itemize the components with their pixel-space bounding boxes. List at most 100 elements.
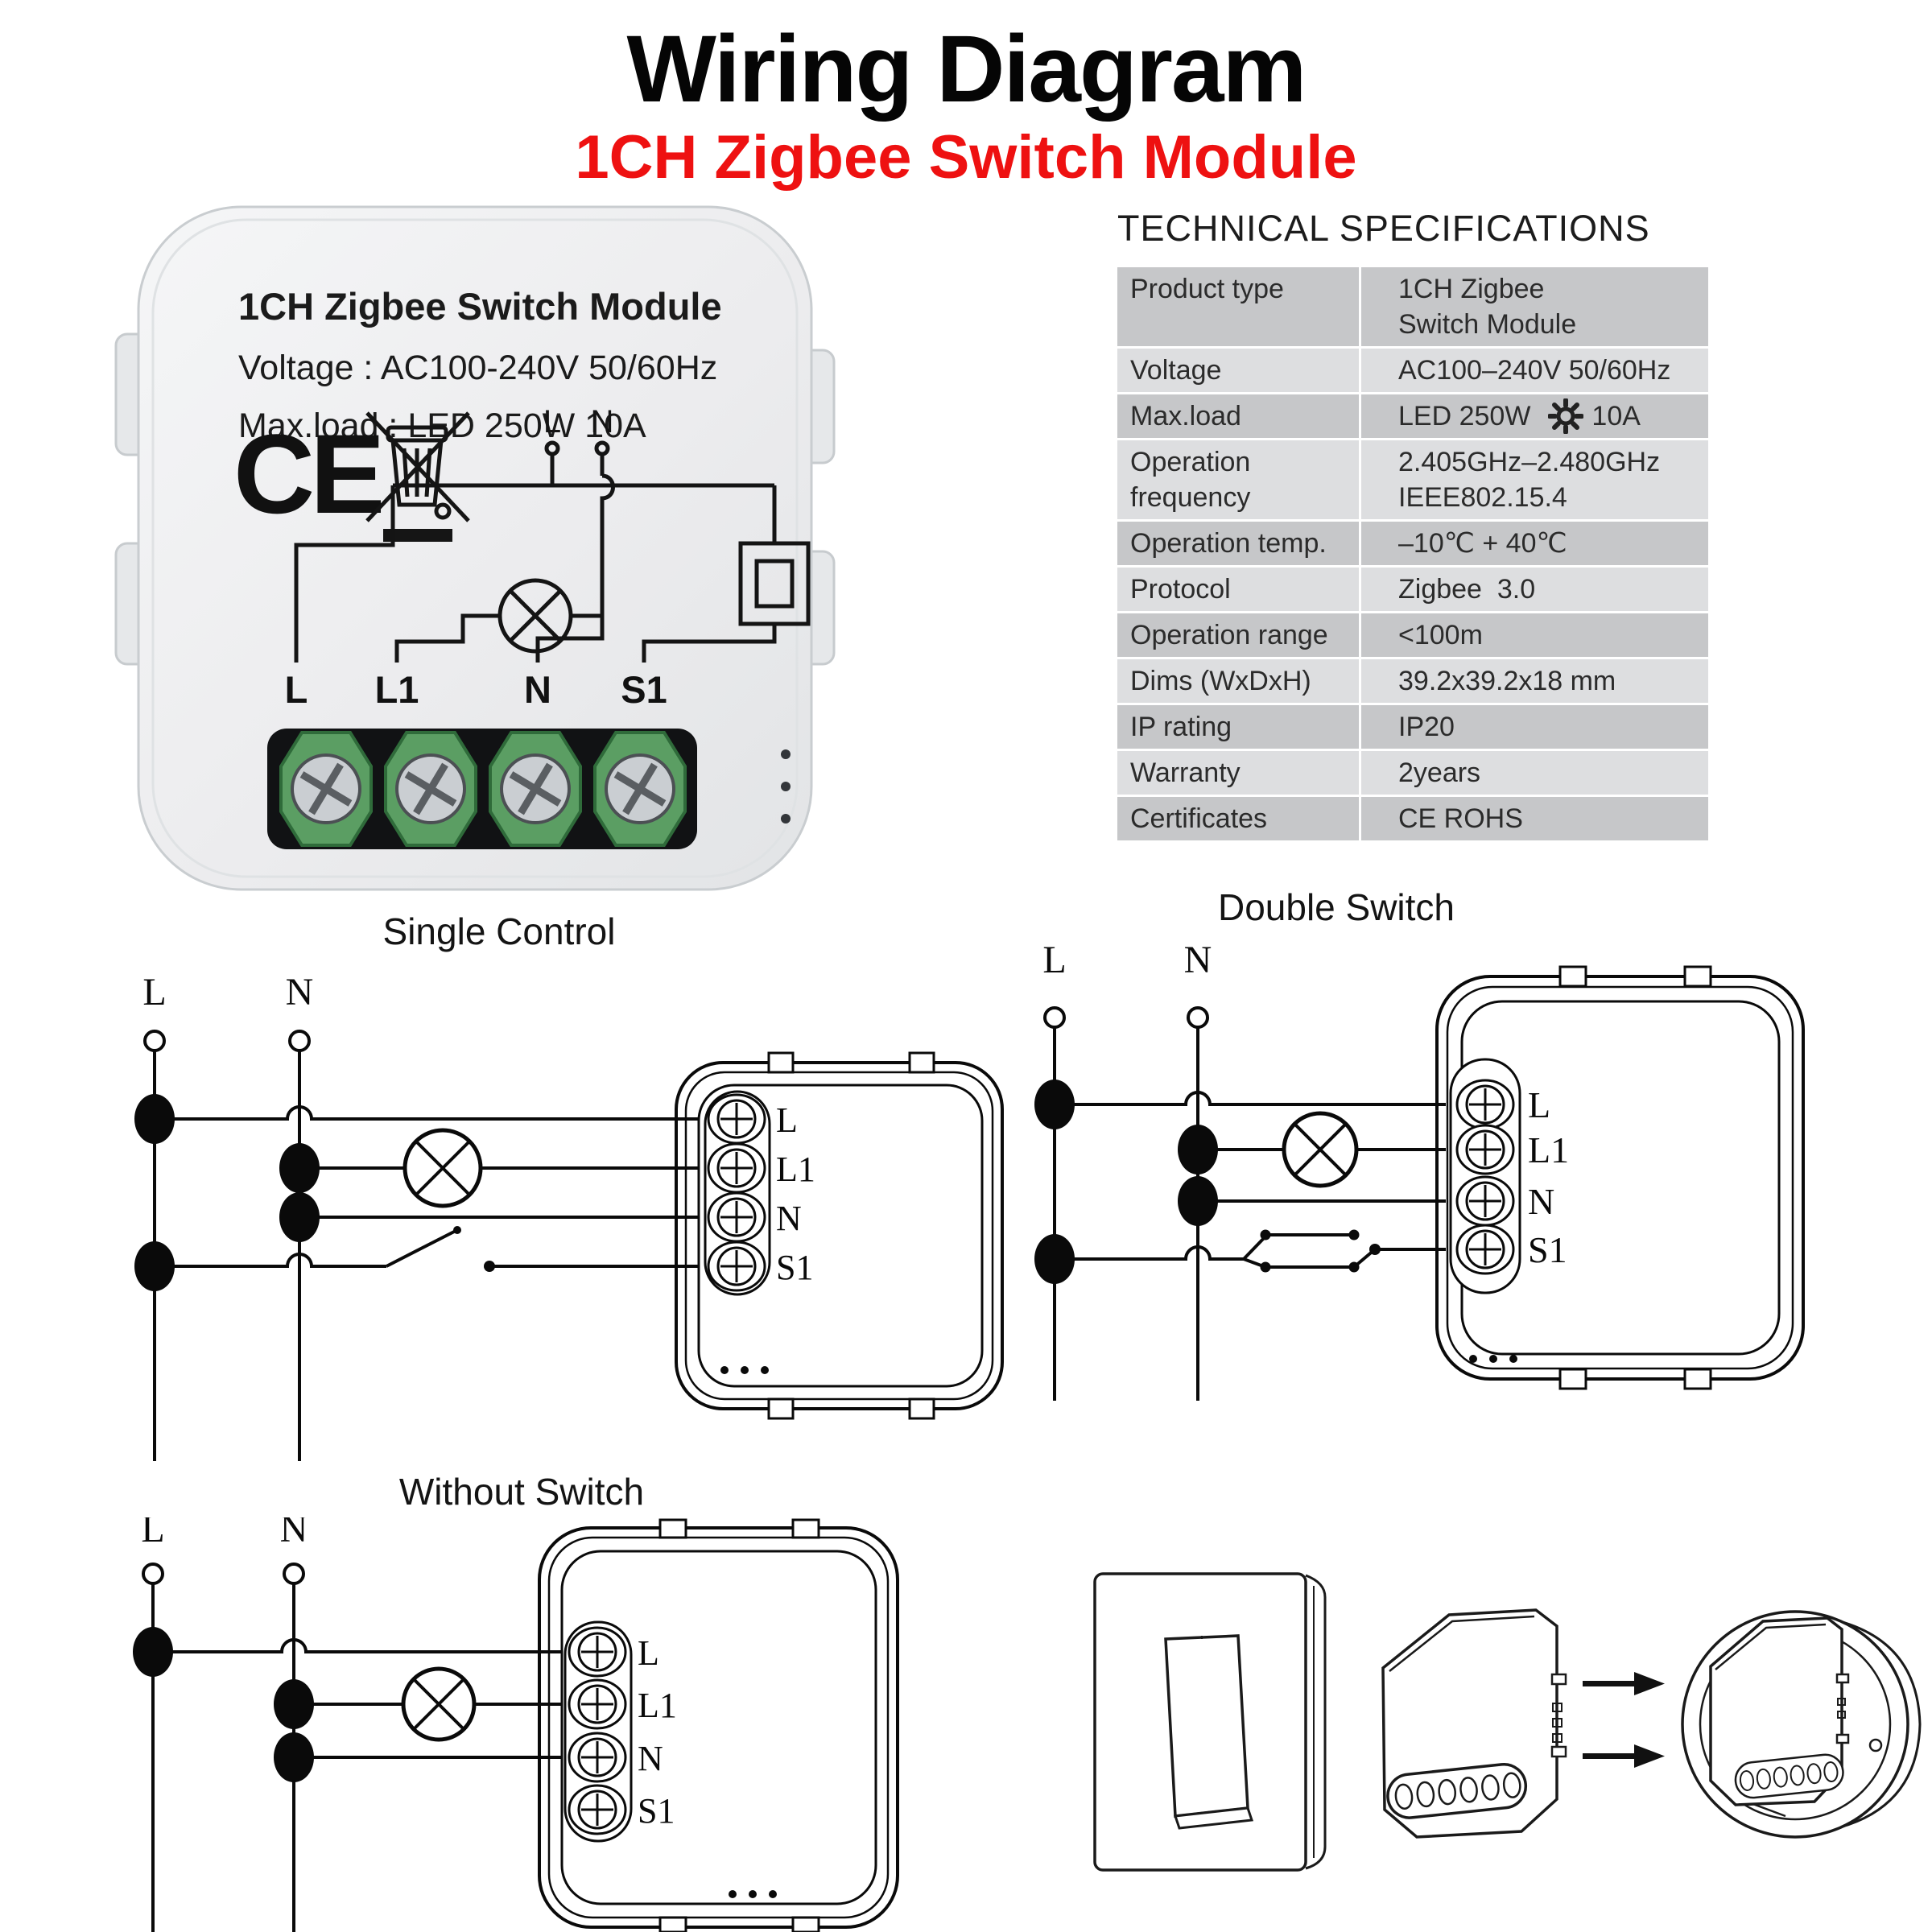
module-outline (1435, 965, 1805, 1390)
terminal-label-n: N (776, 1199, 802, 1238)
terminal-label-l1: L1 (638, 1686, 677, 1725)
module-print-title: 1CH Zigbee Switch Module (238, 285, 722, 328)
schematic-l-label: L (543, 404, 561, 440)
terminal-label-s1: S1 (1528, 1229, 1567, 1270)
spec-value: LED 250W 10A (1359, 394, 1708, 438)
module-outline (675, 1051, 1004, 1420)
terminal-label-l: L (1528, 1084, 1550, 1125)
spec-row-product-type: Product type 1CH Zigbee Switch Module (1117, 267, 1708, 346)
junction-dots (1034, 1080, 1218, 1284)
module-dots (720, 1366, 769, 1374)
module-body (137, 205, 813, 891)
spec-value: –10℃ + 40℃ (1359, 522, 1708, 565)
without-switch-diagram: L N (133, 1517, 899, 1932)
spec-row-maxload: Max.load LED 250W 10A (1117, 394, 1708, 438)
wire-n-label: N (280, 1517, 308, 1550)
print-terminal-l1: L1 (375, 668, 419, 711)
print-terminal-l: L (285, 668, 308, 711)
junction-box (1681, 1610, 1922, 1839)
spec-value: AC100–240V 50/60Hz (1359, 349, 1708, 392)
spec-row-voltage: Voltage AC100–240V 50/60Hz (1117, 349, 1708, 392)
print-terminal-s1: S1 (621, 668, 667, 711)
terminal-screws (568, 1626, 627, 1835)
page-subtitle: 1CH Zigbee Switch Module (575, 123, 1357, 192)
module-body-inner-edge (151, 218, 799, 878)
spec-value: 1CH Zigbee Switch Module (1359, 267, 1708, 346)
module-in-box (1709, 1616, 1883, 1806)
ce-mark-icon: CE (233, 411, 381, 537)
lamp-icon (1282, 1111, 1359, 1188)
module-dots (1469, 1355, 1517, 1363)
junction-dots (134, 1094, 320, 1291)
module-print-schematic: L N (294, 404, 811, 663)
installation-illustration (1093, 1572, 1922, 1872)
spec-row-warranty: Warranty 2years (1117, 751, 1708, 795)
spec-label: Max.load (1117, 394, 1359, 438)
spec-value: CE ROHS (1359, 797, 1708, 840)
module-dots (729, 1890, 777, 1898)
product-photo: 1CH Zigbee Switch Module Voltage : AC100… (114, 205, 836, 891)
spec-row-range: Operation range <100m (1117, 613, 1708, 657)
terminal-label-n: N (638, 1739, 663, 1778)
lamp-icon (497, 578, 573, 654)
spec-label: Operation temp. (1117, 522, 1359, 565)
spec-value: 2.405GHz–2.480GHz IEEE802.15.4 (1359, 440, 1708, 519)
spec-row-certificates: Certificates CE ROHS (1117, 797, 1708, 840)
spec-label: Product type (1117, 267, 1359, 346)
spec-label: Voltage (1117, 349, 1359, 392)
print-terminal-n: N (524, 668, 551, 711)
double-switch-diagram: L N (1034, 939, 1805, 1401)
spec-value: <100m (1359, 613, 1708, 657)
terminal-label-l1: L1 (1528, 1129, 1569, 1170)
terminal-label-l: L (776, 1100, 798, 1140)
spec-label: Certificates (1117, 797, 1359, 840)
module-outline (538, 1518, 899, 1932)
spec-label: Operation frequency (1117, 440, 1359, 519)
terminal-screws (1455, 1079, 1515, 1275)
spec-table-title: TECHNICAL SPECIFICATIONS (1117, 208, 1650, 249)
terminal-label-l: L (638, 1633, 659, 1673)
wire-n-label: N (1184, 939, 1212, 981)
spec-label: Operation range (1117, 613, 1359, 657)
module-print-voltage: Voltage : AC100-240V 50/60Hz (238, 349, 717, 387)
double-switch-title: Double Switch (1217, 886, 1455, 928)
spec-table-section: TECHNICAL SPECIFICATIONS Product type 1C… (1117, 208, 1708, 843)
spec-label: Warranty (1117, 751, 1359, 795)
terminal-label-l1: L1 (776, 1150, 815, 1189)
page-title: Wiring Diagram (626, 16, 1307, 122)
weee-bin-icon (365, 411, 470, 542)
spec-value: Zigbee 3.0 (1359, 568, 1708, 611)
spec-value: 2years (1359, 751, 1708, 795)
lamp-icon (402, 1128, 483, 1208)
terminal-label-n: N (1528, 1181, 1554, 1222)
single-control-diagram: L N (134, 971, 1004, 1461)
wall-switch (1093, 1572, 1327, 1872)
wire-l-label: L (1042, 939, 1066, 981)
spec-value: IP20 (1359, 705, 1708, 749)
schematic-n-label: N (591, 404, 614, 440)
spec-row-ip: IP rating IP20 (1117, 705, 1708, 749)
arrow-right-icon (1583, 1672, 1665, 1768)
spec-row-frequency: Operation frequency 2.405GHz–2.480GHz IE… (1117, 440, 1708, 519)
wire-l-label: L (141, 1517, 164, 1550)
without-switch-title: Without Switch (398, 1471, 645, 1513)
spec-row-temp: Operation temp. –10℃ + 40℃ (1117, 522, 1708, 565)
spec-value-text: LED 250W (1398, 401, 1531, 431)
terminal-label-s1: S1 (638, 1791, 675, 1831)
wire-n-label: N (286, 971, 314, 1013)
spec-label: IP rating (1117, 705, 1359, 749)
terminal-screws (707, 1093, 766, 1292)
switch-icon (386, 1226, 708, 1272)
spec-row-protocol: Protocol Zigbee 3.0 (1117, 568, 1708, 611)
spec-value: 39.2x39.2x18 mm (1359, 659, 1708, 703)
led-dots (781, 749, 791, 824)
terminal-block (267, 729, 697, 849)
spec-label: Dims (WxDxH) (1117, 659, 1359, 703)
spec-row-dims: Dims (WxDxH) 39.2x39.2x18 mm (1117, 659, 1708, 703)
spec-label: Protocol (1117, 568, 1359, 611)
single-control-title: Single Control (382, 910, 616, 952)
junction-dots (133, 1627, 314, 1782)
terminal-label-s1: S1 (776, 1248, 813, 1287)
double-switch-icon (1242, 1229, 1446, 1273)
spec-value-text: 10A (1591, 401, 1641, 431)
